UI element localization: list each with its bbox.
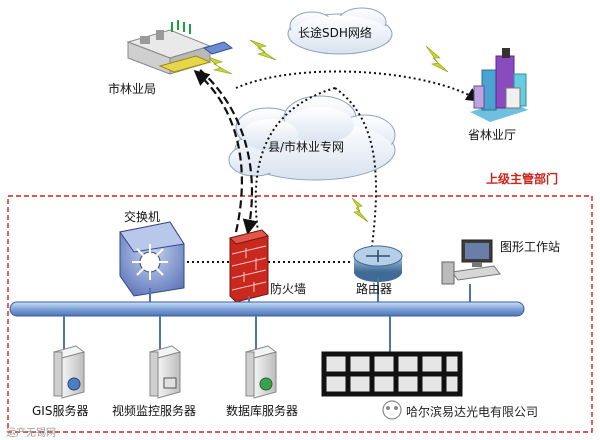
- video-server-label: 视频监控服务器: [112, 404, 197, 418]
- sdh-cloud: [287, 7, 393, 55]
- private-network-cloud: [228, 95, 396, 181]
- sdh-network-label: 长途SDH网络: [298, 26, 372, 40]
- dashed-arrow-down: [199, 69, 258, 236]
- switch-label: 交换机: [124, 210, 161, 224]
- network-bus: [9, 301, 525, 317]
- router-label: 路由器: [356, 282, 393, 296]
- gis-server-device: [52, 345, 86, 399]
- db-server-label: 数据库服务器: [226, 404, 299, 418]
- superior-dept-label: 上级主管部门: [486, 172, 559, 186]
- dotted-arc-to-firewall: [254, 87, 336, 233]
- gis-server-label: GIS服务器: [32, 404, 89, 418]
- workstation-label: 图形工作站: [500, 240, 561, 254]
- video-server-device: [148, 345, 182, 399]
- department-border: [7, 195, 593, 433]
- watermark-logo: [382, 400, 402, 420]
- private-network-label: 县/市林业专网: [268, 140, 345, 154]
- dotted-arc-city-to-province: [235, 70, 481, 102]
- workstation-device: [441, 239, 501, 285]
- lightning-links: [205, 39, 449, 223]
- city-bureau-building: [126, 20, 234, 75]
- switch-device: [119, 221, 185, 297]
- firewall-device: [229, 229, 269, 303]
- firewall-label: 防火墙: [270, 282, 307, 296]
- provincial-office-buildings: [470, 48, 528, 122]
- city-bureau-label: 市林业局: [108, 82, 157, 96]
- video-wall: [321, 351, 463, 397]
- dashed-arrow-up: [193, 69, 243, 233]
- provincial-office-label: 省林业厅: [468, 128, 517, 142]
- db-server-device: [244, 345, 278, 399]
- router-device: [353, 245, 403, 282]
- company-watermark: 哈尔滨易达光电有限公司: [406, 405, 539, 419]
- bus-drops: [63, 278, 471, 352]
- corner-watermark: 运产无锡网: [6, 428, 56, 439]
